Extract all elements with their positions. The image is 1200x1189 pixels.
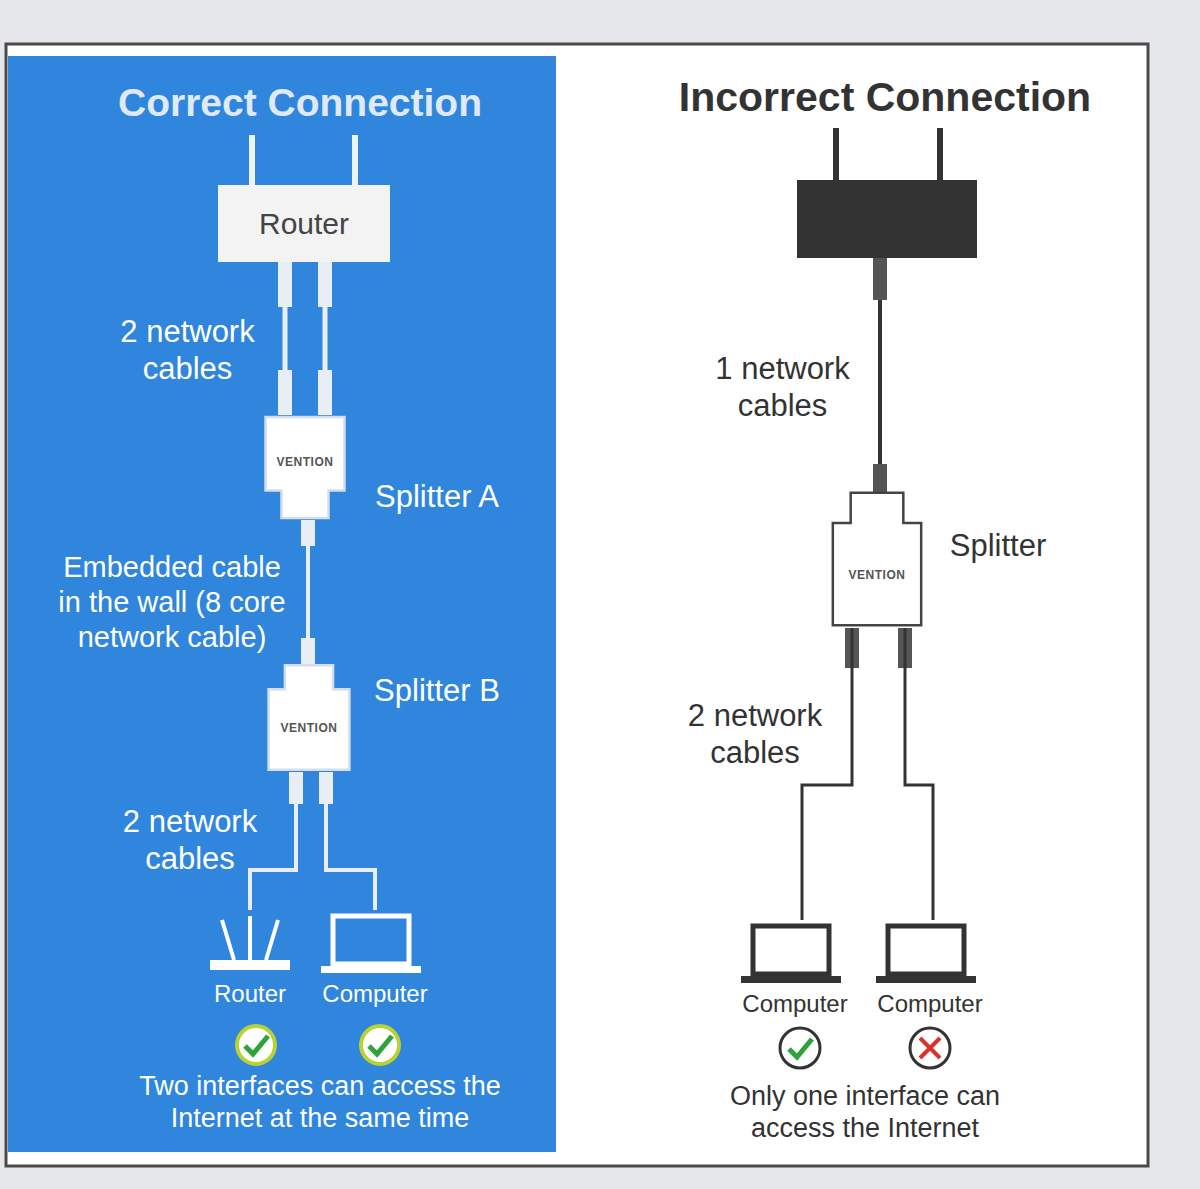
screen-frame [6,44,1148,1166]
cable-count: 2 network cables [100,313,275,387]
splitter-outline [266,663,352,772]
panel-heading: Correct Connection [95,80,505,127]
result-note: Two interfaces can access the Internet a… [110,1070,530,1135]
cable-plug [873,464,887,492]
device-label: Computer [736,990,853,1018]
computer: Computer [871,920,988,1020]
part-name: Splitter [928,527,1068,564]
laptop-icon [871,920,981,986]
splitter: VENTION [830,490,924,628]
check-mark [361,1026,399,1064]
result-note: Only one interface can access the Intern… [690,1080,1040,1145]
network-cable [306,520,310,663]
cable-count: 2 network cables [105,803,275,877]
network-cable [283,262,288,415]
antenna [249,135,255,186]
router-box: Router [218,185,390,262]
brand-mark: VENTION [830,568,924,582]
correct-panel [8,56,556,1152]
splitter: VENTION [263,415,347,520]
antenna [833,128,839,182]
cross-mark [910,1028,950,1068]
brand-mark: VENTION [263,455,347,469]
brand-mark: VENTION [266,721,352,735]
antenna [352,135,358,186]
splitter-outline [830,490,924,628]
box-label: Router [218,207,390,241]
computer: Computer [736,920,853,1020]
cable-note: Embedded cable in the wall (8 core netwo… [48,550,296,654]
laptop-icon [736,920,846,986]
cable-plug [873,258,887,300]
part-name: Splitter B [352,672,522,709]
splitter: VENTION [266,663,352,772]
network-cable [326,772,375,910]
device-label: Computer [316,980,433,1008]
check-mark [237,1026,275,1064]
network-cable [323,262,328,415]
cable-count: 1 network cables [695,350,870,424]
laptop-icon [316,910,426,976]
part-name: Splitter A [352,478,522,515]
router-device: Router [200,910,300,1010]
network-cable [802,628,852,920]
network-cable [905,628,933,920]
computer: Computer [316,910,433,1010]
cable-count: 2 network cables [670,697,840,771]
network-cable [250,772,296,910]
device-label: Computer [871,990,988,1018]
router-icon [200,910,300,972]
antenna [937,128,943,182]
device-label: Router [200,980,300,1008]
panel-heading: Incorrect Connection [640,73,1130,122]
check-mark [780,1028,820,1068]
router-box-dark [797,180,977,258]
